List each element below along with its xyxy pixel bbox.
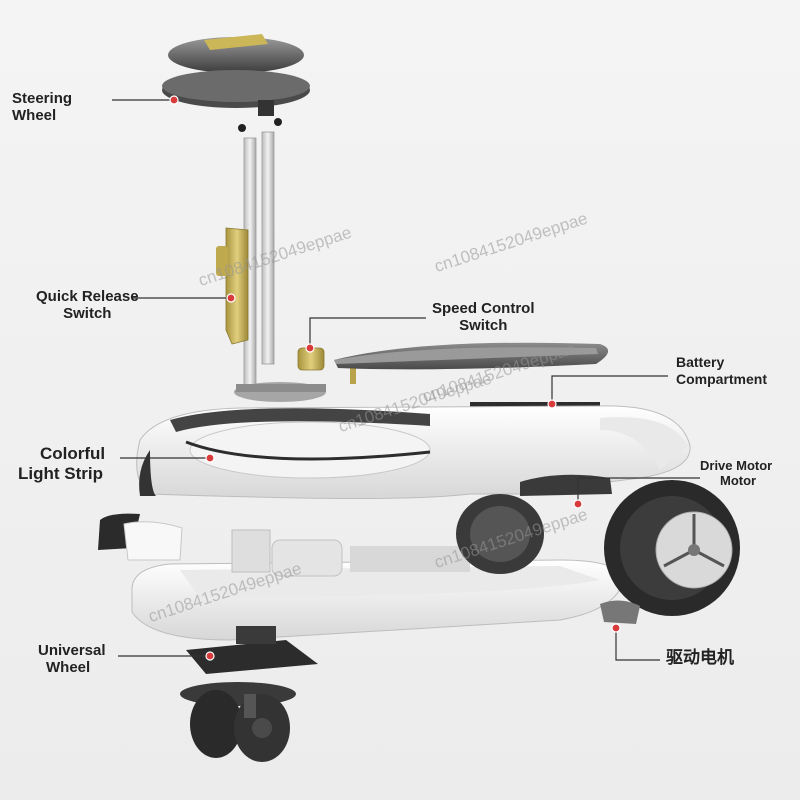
steering-wheel-part <box>162 34 310 132</box>
universal-wheel-part <box>180 626 318 762</box>
bumper-parts <box>98 513 183 561</box>
dot-light-strip <box>205 453 215 463</box>
dot-quick-release <box>226 293 236 303</box>
leader-lines <box>112 99 700 661</box>
dot-chinese-motor <box>611 623 621 633</box>
callout-dots <box>169 95 621 661</box>
label-quick-release-switch: Quick Release Switch <box>36 288 139 322</box>
lower-shell <box>131 529 625 641</box>
label-chinese-drive-motor: 驱动电机 <box>666 648 734 668</box>
dot-battery <box>547 399 557 409</box>
leader-battery <box>551 375 668 402</box>
label-steering-wheel: Steering Wheel <box>12 90 73 124</box>
leader-speed-control <box>309 317 426 346</box>
label-drive-motor: Drive Motor Motor <box>700 458 773 488</box>
drive-motor-part <box>456 480 740 624</box>
leader-drive-motor <box>577 477 700 502</box>
label-universal-wheel: Universal Wheel <box>38 642 106 676</box>
label-colorful-light-strip: Colorful Light Strip <box>18 444 106 483</box>
dot-speed-control <box>305 343 315 353</box>
label-battery-compartment: Battery Compartment <box>676 354 768 387</box>
turntable-part <box>234 382 326 402</box>
label-speed-control-switch: Speed Control Switch <box>432 300 535 334</box>
dot-drive-motor <box>573 499 583 509</box>
dot-steering <box>169 95 179 105</box>
quick-release-part <box>216 227 249 345</box>
upper-shell <box>136 405 691 499</box>
dot-universal-wheel <box>205 651 215 661</box>
leader-chinese-motor <box>615 628 660 661</box>
